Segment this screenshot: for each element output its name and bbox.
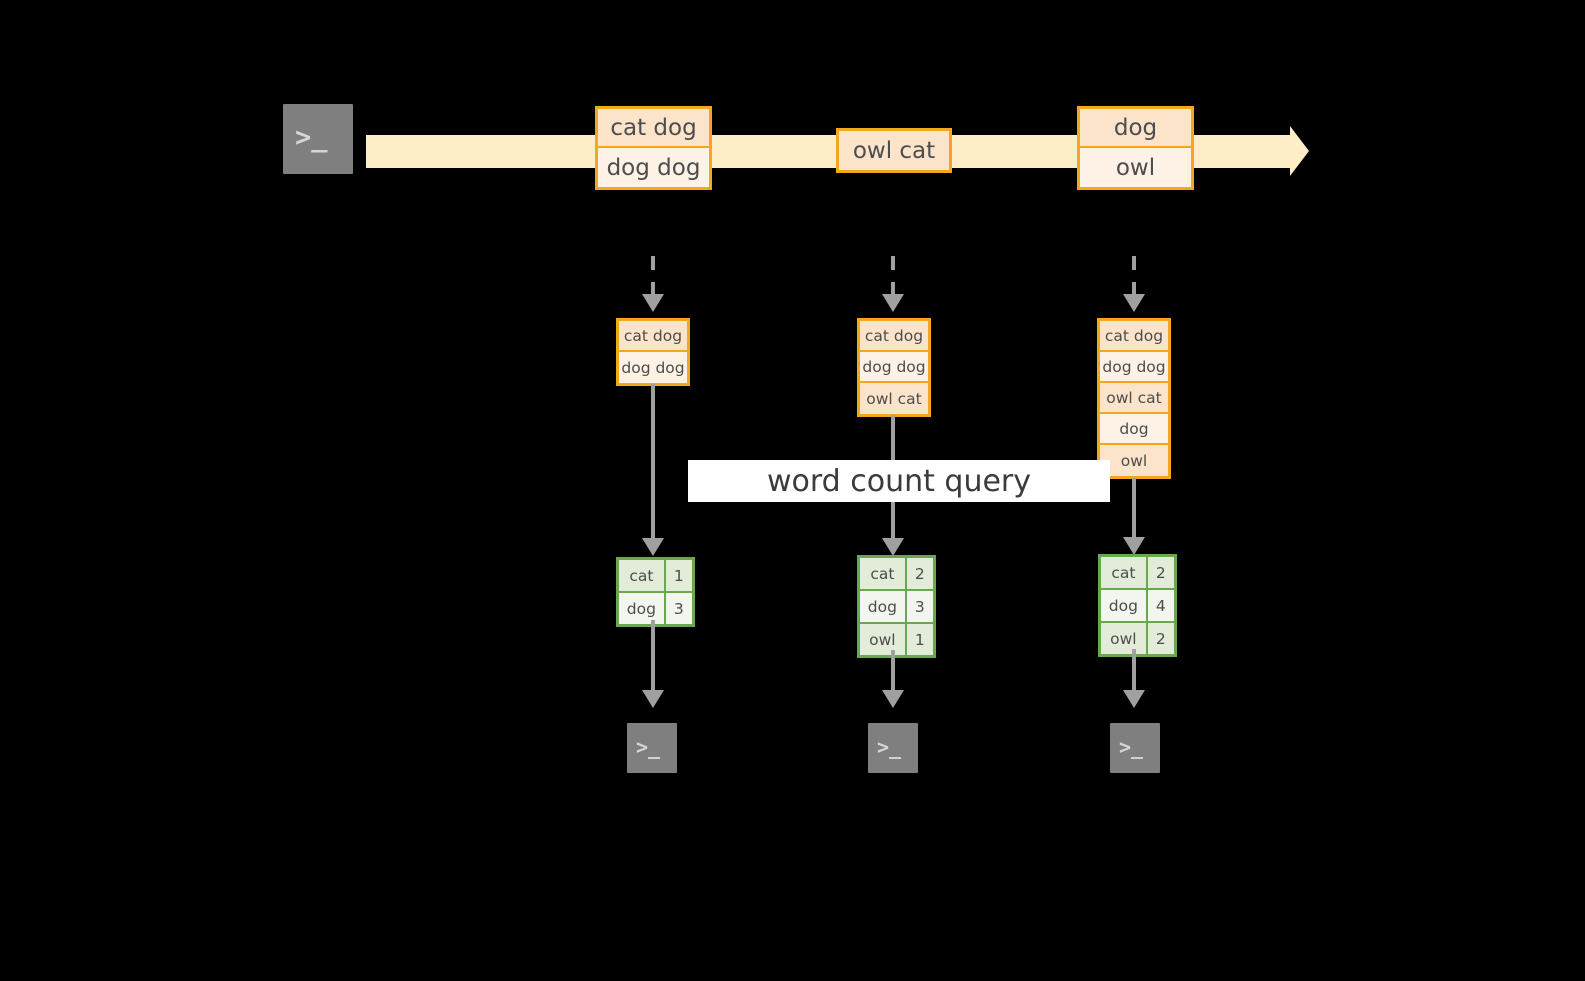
word-cell: dog (1101, 590, 1148, 621)
stream-records-3: dog owl (1077, 106, 1194, 190)
snapshot-trigger-dash-2 (891, 256, 895, 296)
terminal-body (627, 723, 677, 773)
snapshot-3-to-result-line (1132, 478, 1136, 541)
stream-record: owl cat (839, 131, 949, 170)
terminal-prompt-glyph: >_ (295, 122, 328, 153)
snapshot-3-to-sink-line (1132, 649, 1136, 693)
stream-records-1: cat dog dog dog (595, 106, 712, 190)
table-row: dog 3 (619, 593, 692, 624)
snapshot-record: dog (1100, 414, 1168, 445)
snapshot-2-result-table: cat 2 dog 3 owl 1 (857, 555, 936, 658)
table-row: owl 2 (1101, 623, 1174, 654)
snapshot-record: owl (1100, 445, 1168, 476)
snapshot-record: owl cat (1100, 383, 1168, 414)
snapshot-1-sink-terminal-icon: >_ (619, 715, 685, 781)
snapshot-record: owl cat (860, 383, 928, 414)
table-row: cat 2 (1101, 557, 1174, 590)
count-cell: 3 (906, 591, 933, 622)
table-row: dog 3 (860, 591, 933, 624)
terminal-prompt-glyph: >_ (1119, 735, 1144, 759)
terminal-prompt-glyph: >_ (877, 735, 902, 759)
snapshot-1-records: cat dog dog dog (616, 318, 690, 386)
snapshot-2-sink-terminal-icon: >_ (860, 715, 926, 781)
snapshot-1-result-table: cat 1 dog 3 (616, 557, 695, 627)
table-row: dog 4 (1101, 590, 1174, 623)
snapshot-trigger-arrowhead-1 (642, 294, 664, 312)
snapshot-record: cat dog (1100, 321, 1168, 352)
snapshot-trigger-arrowhead-2 (882, 294, 904, 312)
terminal-prompt-glyph: >_ (636, 735, 661, 759)
word-cell: cat (860, 558, 907, 589)
terminal-body (868, 723, 918, 773)
stream-arrow-head (1290, 126, 1309, 176)
stream-record: dog (1080, 109, 1191, 148)
snapshot-1-to-sink-arrowhead (642, 690, 664, 708)
query-label: word count query (766, 463, 1032, 499)
word-cell: dog (619, 593, 666, 624)
word-cell: dog (860, 591, 907, 622)
snapshot-2-to-sink-line (891, 650, 895, 693)
word-cell: owl (860, 624, 907, 655)
snapshot-1-to-sink-line (651, 620, 655, 693)
count-cell: 3 (665, 593, 692, 624)
count-cell: 2 (1147, 557, 1174, 588)
count-cell: 4 (1147, 590, 1174, 621)
stream-records-2: owl cat (836, 128, 952, 173)
snapshot-trigger-arrowhead-3 (1123, 294, 1145, 312)
snapshot-2-records: cat dog dog dog owl cat (857, 318, 931, 417)
stream-record: owl (1080, 148, 1191, 187)
word-cell: cat (619, 560, 666, 591)
snapshot-3-to-sink-arrowhead (1123, 690, 1145, 708)
snapshot-2-to-result-arrowhead (882, 538, 904, 556)
snapshot-record: cat dog (619, 321, 687, 352)
query-label-band: word count query (688, 460, 1110, 502)
snapshot-trigger-dash-3 (1132, 256, 1136, 296)
snapshot-record: dog dog (1100, 352, 1168, 383)
snapshot-2-to-sink-arrowhead (882, 690, 904, 708)
stream-record: cat dog (598, 109, 709, 148)
snapshot-record: cat dog (860, 321, 928, 352)
source-terminal-icon: >_ (275, 96, 361, 182)
snapshot-3-sink-terminal-icon: >_ (1102, 715, 1168, 781)
count-cell: 2 (1147, 623, 1174, 654)
snapshot-3-result-table: cat 2 dog 4 owl 2 (1098, 554, 1177, 657)
stream-record: dog dog (598, 148, 709, 187)
snapshot-trigger-dash-1 (651, 256, 655, 296)
snapshot-1-to-result-arrowhead (642, 538, 664, 556)
table-row: cat 2 (860, 558, 933, 591)
word-cell: owl (1101, 623, 1148, 654)
snapshot-3-to-result-arrowhead (1123, 537, 1145, 555)
count-cell: 1 (665, 560, 692, 591)
count-cell: 1 (906, 624, 933, 655)
terminal-body (283, 104, 353, 174)
table-row: cat 1 (619, 560, 692, 593)
terminal-body (1110, 723, 1160, 773)
snapshot-record: dog dog (860, 352, 928, 383)
count-cell: 2 (906, 558, 933, 589)
table-row: owl 1 (860, 624, 933, 655)
snapshot-record: dog dog (619, 352, 687, 383)
word-cell: cat (1101, 557, 1148, 588)
snapshot-1-to-result-line (651, 384, 655, 541)
snapshot-3-records: cat dog dog dog owl cat dog owl (1097, 318, 1171, 479)
